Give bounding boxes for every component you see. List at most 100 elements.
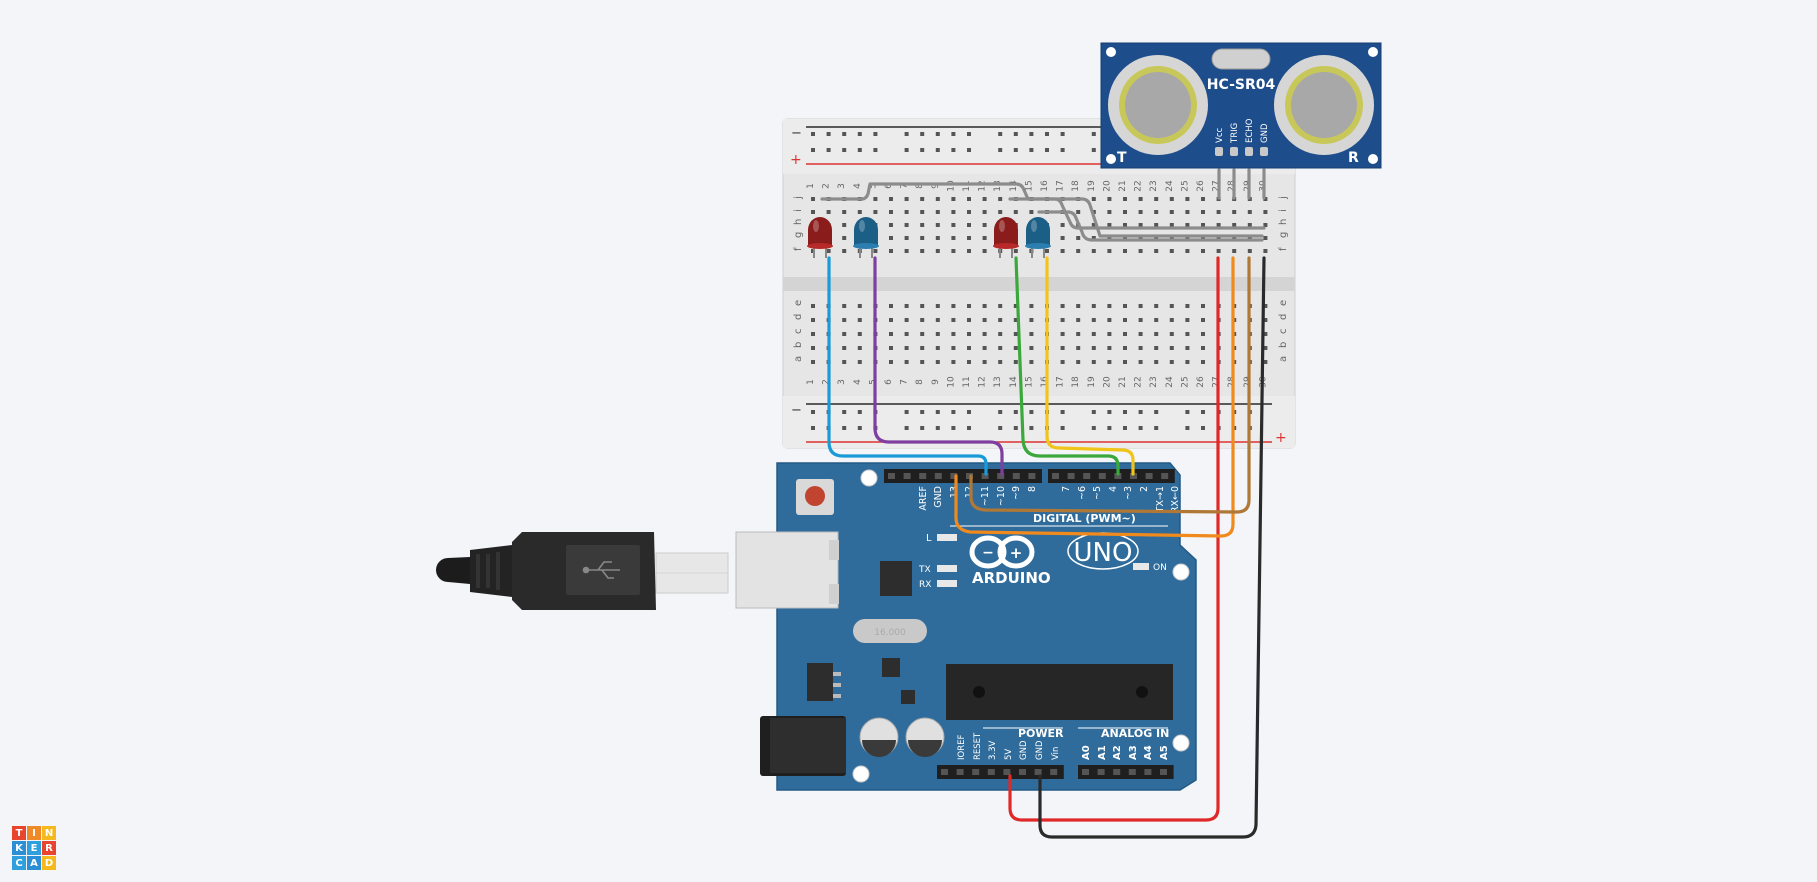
rail-hole[interactable] xyxy=(920,426,925,430)
terminal-hole[interactable] xyxy=(1169,210,1174,214)
rail-hole[interactable] xyxy=(998,148,1003,152)
rail-hole[interactable] xyxy=(951,132,956,136)
terminal-hole[interactable] xyxy=(967,236,971,240)
terminal-hole[interactable] xyxy=(811,304,815,308)
terminal-hole[interactable] xyxy=(1185,236,1190,240)
header-pin[interactable] xyxy=(941,769,948,775)
rail-hole[interactable] xyxy=(1185,410,1190,414)
terminal-hole[interactable] xyxy=(920,197,925,201)
terminal-hole[interactable] xyxy=(1169,197,1174,201)
terminal-hole[interactable] xyxy=(1232,210,1237,214)
terminal-hole[interactable] xyxy=(1138,197,1143,201)
power-header[interactable] xyxy=(937,765,1064,779)
terminal-hole[interactable] xyxy=(1154,223,1159,227)
terminal-hole[interactable] xyxy=(1076,360,1081,364)
terminal-hole[interactable] xyxy=(982,304,987,308)
terminal-hole[interactable] xyxy=(1091,318,1096,322)
header-pin[interactable] xyxy=(997,473,1005,479)
terminal-hole[interactable] xyxy=(1138,360,1143,364)
terminal-hole[interactable] xyxy=(935,332,940,336)
rail-hole[interactable] xyxy=(1091,426,1096,430)
terminal-hole[interactable] xyxy=(1154,360,1159,364)
header-pin[interactable] xyxy=(950,473,958,479)
terminal-hole[interactable] xyxy=(1232,249,1237,253)
terminal-hole[interactable] xyxy=(967,304,971,308)
rail-hole[interactable] xyxy=(1013,426,1018,430)
sensor-pin[interactable] xyxy=(1215,147,1223,156)
terminal-hole[interactable] xyxy=(920,223,925,227)
terminal-hole[interactable] xyxy=(1076,210,1081,214)
wire-purple[interactable] xyxy=(873,256,1004,476)
terminal-hole[interactable] xyxy=(1154,210,1159,214)
header-pin[interactable] xyxy=(972,769,980,775)
terminal-hole[interactable] xyxy=(920,304,925,308)
header-pin[interactable] xyxy=(1145,473,1153,479)
header-pin[interactable] xyxy=(1098,473,1106,479)
terminal-hole[interactable] xyxy=(1247,223,1252,227)
terminal-hole[interactable] xyxy=(873,249,878,253)
terminal-hole[interactable] xyxy=(1091,332,1096,336)
terminal-hole[interactable] xyxy=(1060,360,1065,364)
terminal-hole[interactable] xyxy=(1123,332,1127,336)
terminal-hole[interactable] xyxy=(1263,197,1268,201)
terminal-hole[interactable] xyxy=(1060,249,1065,253)
terminal-hole[interactable] xyxy=(889,332,893,336)
terminal-hole[interactable] xyxy=(1247,249,1252,253)
terminal-hole[interactable] xyxy=(1138,223,1143,227)
rail-hole[interactable] xyxy=(842,426,847,430)
terminal-hole[interactable] xyxy=(842,318,847,322)
terminal-hole[interactable] xyxy=(920,318,925,322)
header-pin[interactable] xyxy=(956,769,964,775)
terminal-hole[interactable] xyxy=(982,318,987,322)
terminal-hole[interactable] xyxy=(1029,332,1034,336)
terminal-hole[interactable] xyxy=(920,236,925,240)
rail-hole[interactable] xyxy=(1138,410,1143,414)
rail-hole[interactable] xyxy=(1123,410,1127,414)
rail-hole[interactable] xyxy=(967,410,971,414)
terminal-hole[interactable] xyxy=(1123,236,1127,240)
terminal-hole[interactable] xyxy=(1138,249,1143,253)
terminal-hole[interactable] xyxy=(842,236,847,240)
terminal-hole[interactable] xyxy=(889,223,893,227)
rail-hole[interactable] xyxy=(1029,132,1034,136)
terminal-hole[interactable] xyxy=(873,210,878,214)
terminal-hole[interactable] xyxy=(1154,197,1159,201)
terminal-hole[interactable] xyxy=(1123,249,1127,253)
rail-hole[interactable] xyxy=(1154,426,1159,430)
terminal-hole[interactable] xyxy=(935,197,940,201)
terminal-hole[interactable] xyxy=(998,197,1003,201)
red-led[interactable] xyxy=(807,217,833,258)
terminal-hole[interactable] xyxy=(1201,249,1205,253)
terminal-hole[interactable] xyxy=(1138,210,1143,214)
terminal-hole[interactable] xyxy=(967,360,971,364)
rail-hole[interactable] xyxy=(842,132,847,136)
terminal-hole[interactable] xyxy=(935,236,940,240)
header-pin[interactable] xyxy=(1113,769,1121,775)
terminal-hole[interactable] xyxy=(1169,223,1174,227)
sensor-pin[interactable] xyxy=(1245,147,1253,156)
terminal-hole[interactable] xyxy=(904,236,909,240)
rail-hole[interactable] xyxy=(1138,426,1143,430)
terminal-hole[interactable] xyxy=(998,304,1003,308)
terminal-hole[interactable] xyxy=(982,346,987,350)
rail-hole[interactable] xyxy=(1013,132,1018,136)
terminal-hole[interactable] xyxy=(811,360,815,364)
header-pin[interactable] xyxy=(1050,769,1058,775)
blue-led[interactable] xyxy=(853,217,879,258)
terminal-hole[interactable] xyxy=(982,236,987,240)
terminal-hole[interactable] xyxy=(842,210,847,214)
rail-hole[interactable] xyxy=(873,132,878,136)
red-led[interactable] xyxy=(993,217,1019,258)
rail-hole[interactable] xyxy=(1107,410,1112,414)
terminal-hole[interactable] xyxy=(982,210,987,214)
terminal-hole[interactable] xyxy=(951,236,956,240)
terminal-hole[interactable] xyxy=(998,360,1003,364)
terminal-hole[interactable] xyxy=(889,318,893,322)
terminal-hole[interactable] xyxy=(1201,236,1205,240)
terminal-hole[interactable] xyxy=(935,249,940,253)
terminal-hole[interactable] xyxy=(967,332,971,336)
terminal-hole[interactable] xyxy=(857,360,862,364)
rail-hole[interactable] xyxy=(811,426,815,430)
terminal-hole[interactable] xyxy=(842,249,847,253)
